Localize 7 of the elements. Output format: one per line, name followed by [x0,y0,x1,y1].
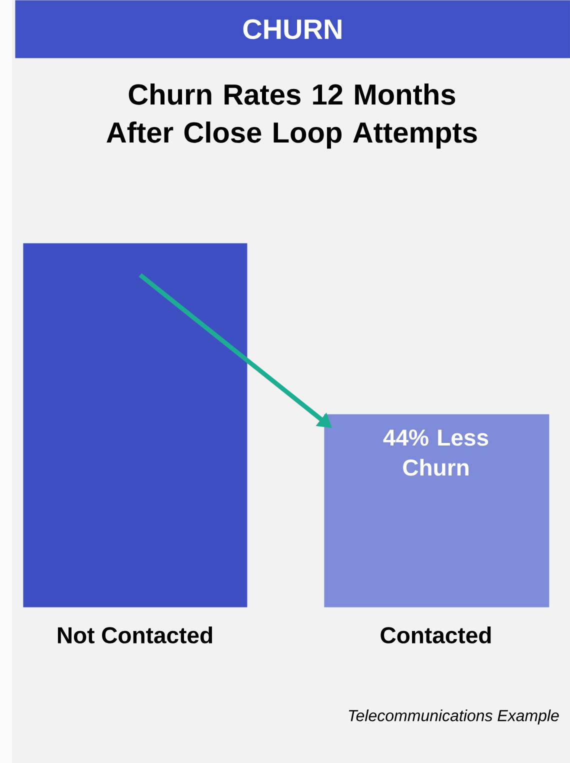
caption: Telecommunications Example [348,710,559,724]
bar-label: Not Contacted [58,626,212,644]
bar [23,243,248,608]
header-band: CHURN [15,0,570,58]
bar-label: Contacted [380,626,491,644]
bar: 44% Less Churn [324,414,550,608]
title: Churn Rates 12 Months After Close Loop Attempts [106,84,477,149]
